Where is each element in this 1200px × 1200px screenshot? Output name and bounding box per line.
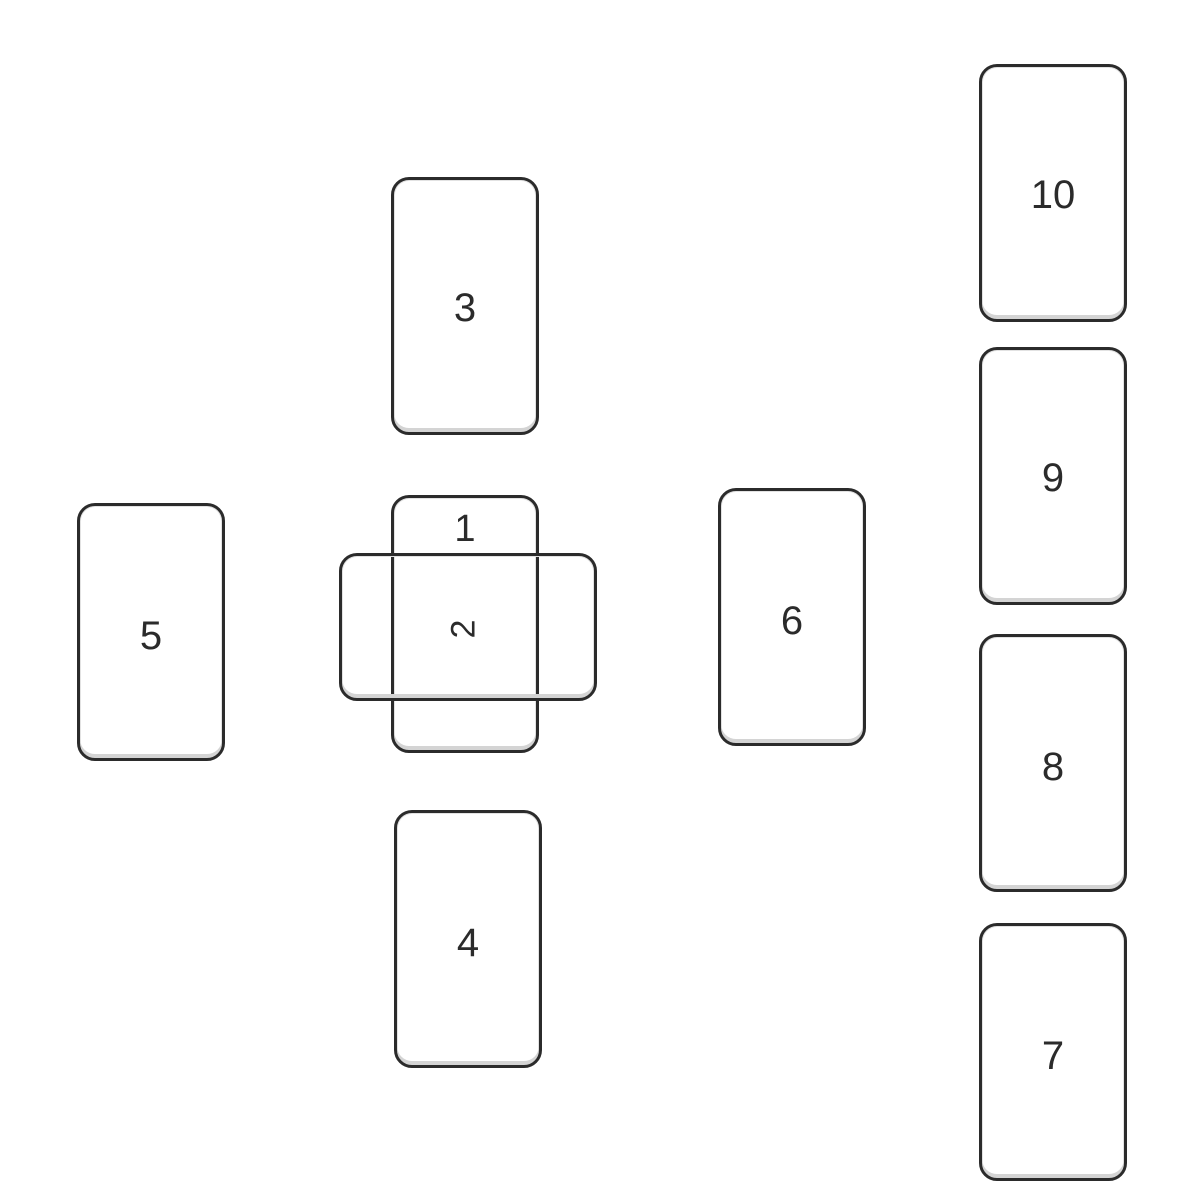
- card-number-10: 10: [1030, 173, 1076, 217]
- card-number-5: 5: [139, 614, 163, 658]
- card-position-8: 8: [979, 634, 1127, 892]
- card-number-4: 4: [456, 921, 480, 965]
- card-position-9: 9: [979, 347, 1127, 605]
- card-position-10: 10: [979, 64, 1127, 322]
- card-number-7: 7: [1041, 1034, 1065, 1078]
- card-number-8: 8: [1041, 745, 1065, 789]
- card-position-7: 7: [979, 923, 1127, 1181]
- card-position-3: 3: [391, 177, 539, 435]
- card-number-3: 3: [453, 286, 477, 330]
- card-number-2: 2: [444, 619, 483, 639]
- card-position-4: 4: [394, 810, 542, 1068]
- card-position-6: 6: [718, 488, 866, 746]
- card-position-5: 5: [77, 503, 225, 761]
- card-position-1: 1: [391, 495, 539, 753]
- card-number-1: 1: [454, 508, 476, 550]
- card-position-2-crossing: 2: [339, 553, 597, 701]
- card-number-6: 6: [780, 599, 804, 643]
- card-number-9: 9: [1041, 456, 1065, 500]
